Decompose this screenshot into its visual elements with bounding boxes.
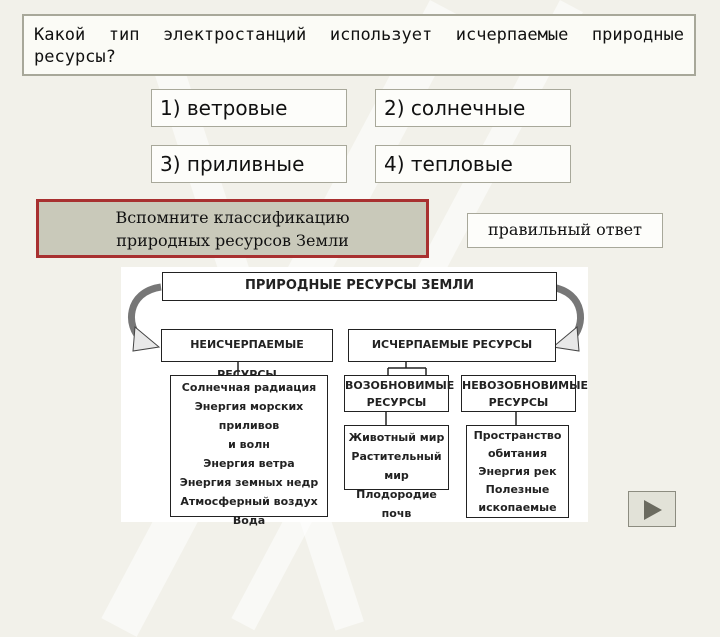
hint-button[interactable]: Вспомните классификацию природных ресурс… [36,199,429,258]
list-item: Энергия ветра [203,457,295,470]
question-box: Какой тип электростанций использует исче… [22,14,696,76]
list-item: Растительный мир [351,450,442,482]
inexhaustible-heading-box: НЕИСЧЕРПАЕМЫЕ РЕСУРСЫ [161,329,333,381]
list-item: Животный мир [348,431,445,444]
list-item: Энергия земных недр [179,476,319,489]
answer-label: 2) солнечные [384,96,526,120]
diagram-title: ПРИРОДНЫЕ РЕСУРСЫ ЗЕМЛИ [245,278,474,293]
answer-label: 3) приливные [160,152,305,176]
correct-answer-button[interactable]: правильный ответ [467,213,663,248]
answer-option-2[interactable]: 2) солнечные [375,89,571,127]
list-item: и волн [228,438,270,451]
play-triangle-icon [644,500,662,520]
list-item: Вода [232,514,266,527]
list-item: Энергия рек [478,465,557,478]
list-item: Атмосферный воздух [180,495,318,508]
list-item: Солнечная радиация [181,381,317,394]
renewable-list: Животный мир Растительный мир Плодородие… [344,425,449,520]
diagram-title-box: ПРИРОДНЫЕ РЕСУРСЫ ЗЕМЛИ [162,272,557,301]
list-item: Энергия морских приливов [194,400,304,432]
hint-line-2: природных ресурсов Земли [116,231,349,250]
answer-option-3[interactable]: 3) приливные [151,145,347,183]
answer-option-4[interactable]: 4) тепловые [375,145,571,183]
left-arrow-head [132,326,161,352]
answer-label: 1) ветровые [160,96,288,120]
answer-option-1[interactable]: 1) ветровые [151,89,347,127]
renewable-heading-2: РЕСУРСЫ [366,396,427,409]
nonrenewable-heading-2: РЕСУРСЫ [488,396,549,409]
nonrenewable-heading-box: НЕВОЗОБНОВИМЫЕ РЕСУРСЫ [461,375,589,412]
answer-label: 4) тепловые [384,152,513,176]
list-item: ископаемые [478,501,557,514]
nonrenewable-list: Пространство обитания Энергия рек Полезн… [466,425,569,518]
exhaustible-heading-box: ИСЧЕРПАЕМЫЕ РЕСУРСЫ [348,329,556,362]
list-item: Плодородие почв [356,488,437,520]
nonrenewable-heading-1: НЕВОЗОБНОВИМЫЕ [462,379,589,392]
next-slide-button[interactable] [628,491,676,527]
resources-diagram: ПРИРОДНЫЕ РЕСУРСЫ ЗЕМЛИ НЕИСЧЕРПАЕМЫЕ РЕ… [121,267,589,527]
list-item: Полезные [485,483,550,496]
renewable-heading-1: ВОЗОБНОВИМЫЕ [345,379,455,392]
inexhaustible-list: Солнечная радиация Энергия морских прили… [170,375,328,527]
renewable-heading-box: ВОЗОБНОВИМЫЕ РЕСУРСЫ [344,375,455,412]
list-item: Пространство [473,429,562,442]
exhaustible-heading: ИСЧЕРПАЕМЫЕ РЕСУРСЫ [371,338,533,351]
right-arrow-head [551,326,580,352]
list-item: обитания [487,447,548,460]
question-text: Какой тип электростанций использует исче… [34,25,684,67]
diagram-connectors [127,283,585,425]
hint-line-1: Вспомните классификацию [115,208,350,227]
